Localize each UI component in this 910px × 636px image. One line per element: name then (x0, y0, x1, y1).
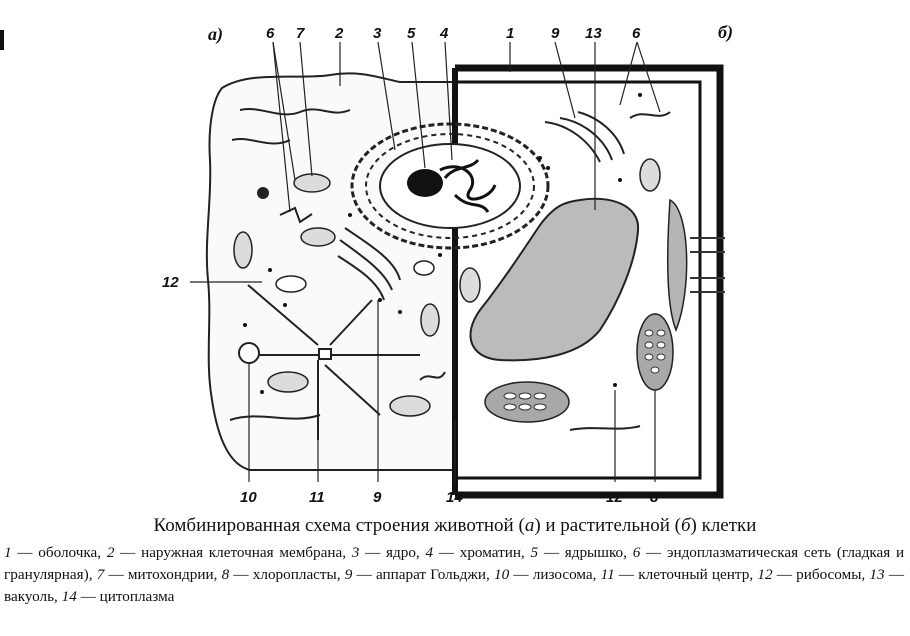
legend-item: 11 — клеточный центр, (600, 566, 754, 583)
panel-b-label: б) (718, 22, 733, 43)
wall-thickening (667, 198, 688, 333)
chloroplast (484, 381, 570, 423)
figure-caption: Комбинированная схема строения животной … (0, 515, 910, 537)
legend-item: 1 — оболочка, (4, 544, 102, 561)
chloroplast (636, 313, 674, 391)
label-5: 5 (407, 25, 416, 42)
label-9-bottom: 9 (373, 489, 382, 506)
vacuole (469, 197, 640, 362)
cell-diagram: а) б) 6 7 2 3 5 4 1 9 13 6 12 10 11 9 14… (0, 22, 733, 506)
ribosomes (243, 93, 642, 402)
nucleolus (407, 169, 443, 197)
legend-item: 10 — лизосома, (493, 566, 597, 583)
label-9-top: 9 (551, 25, 560, 42)
mitochondria (233, 158, 661, 417)
nucleus (350, 122, 550, 250)
lysosome (238, 342, 260, 364)
caption-prefix: Комбинированная схема строения животной … (153, 515, 525, 536)
plasmodesma (690, 237, 725, 293)
vesicle (275, 275, 307, 293)
label-3: 3 (373, 25, 382, 42)
legend-item: 13 — вакуоль, (4, 566, 904, 605)
legend-item: 12 — рибосомы, (757, 566, 866, 583)
label-4: 4 (439, 25, 449, 42)
granule (257, 187, 269, 199)
panel-a-label: а) (208, 24, 223, 45)
figure-legend: 1 — оболочка, 2 — наружная клеточная мем… (4, 542, 904, 608)
endoplasmic-reticulum (229, 108, 671, 431)
legend-item: 14 — цитоплазма (61, 588, 175, 605)
caption-panel-b: б (680, 515, 691, 536)
label-8: 8 (650, 489, 659, 506)
vesicle (413, 260, 435, 276)
legend-item: 7 — митохондрии, (96, 566, 218, 583)
label-14: 14 (446, 489, 463, 506)
legend-item: 2 — наружная клеточная мембрана, (106, 544, 347, 561)
legend-item: 9 — аппарат Гольджи, (344, 566, 490, 583)
label-2: 2 (334, 25, 344, 42)
leader-lines (190, 41, 661, 482)
caption-panel-a: а (524, 515, 535, 536)
label-6-right: 6 (632, 25, 641, 42)
label-11: 11 (309, 489, 325, 506)
label-7: 7 (296, 25, 305, 42)
label-13: 13 (585, 25, 602, 42)
chromatin (439, 158, 497, 213)
legend-item: 6 — эндоплазматическая сеть (гладкая и г… (4, 544, 905, 583)
cell-center (247, 284, 420, 440)
caption-suffix: ) клетки (690, 515, 757, 536)
legend-item: 4 — хроматин, (425, 544, 525, 561)
legend-item: 5 — ядрышко, (530, 544, 627, 561)
legend-item: 3 — ядро, (351, 544, 420, 561)
label-6-top: 6 (266, 25, 275, 42)
caption-middle: ) и растительной ( (534, 515, 681, 536)
legend-item: 8 — хлоропласты, (221, 566, 341, 583)
label-12-bottom: 12 (606, 489, 623, 506)
label-12-left: 12 (162, 274, 179, 291)
edge-mark (0, 30, 4, 50)
golgi-apparatus (337, 111, 625, 301)
label-1: 1 (506, 25, 514, 42)
label-10: 10 (240, 489, 257, 506)
